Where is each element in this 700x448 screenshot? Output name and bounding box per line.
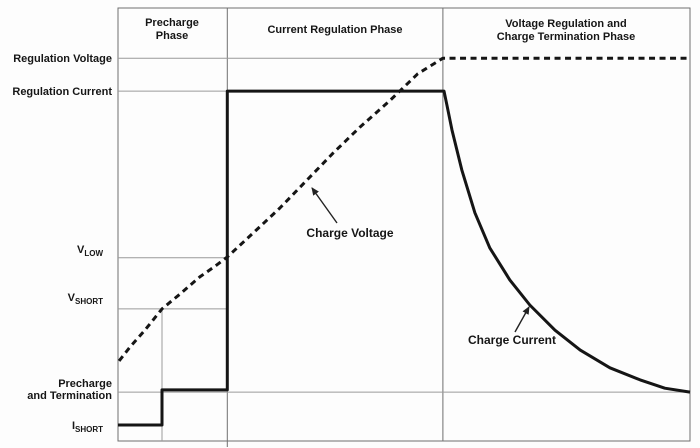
charge-voltage-curve bbox=[117, 56, 690, 362]
v-low-label-sub: LOW bbox=[84, 249, 103, 258]
charge-current-annotation: Charge Current bbox=[468, 333, 556, 347]
v-short-label: VSHORT bbox=[68, 292, 103, 306]
charge-voltage-annotation-arrow bbox=[311, 187, 338, 224]
current-regulation-phase-header: Current Regulation Phase bbox=[267, 24, 402, 36]
precharge-phase-header-line1: Precharge bbox=[145, 17, 199, 29]
v-short-label-sub: SHORT bbox=[75, 297, 103, 306]
v-low-label-base: V bbox=[77, 244, 85, 256]
charge-voltage-annotation: Charge Voltage bbox=[306, 226, 393, 240]
plot-frame bbox=[117, 7, 691, 442]
i-short-label: ISHORT bbox=[72, 420, 103, 434]
charge-current-curve bbox=[118, 89, 691, 427]
regulation-current-label: Regulation Current bbox=[12, 86, 112, 98]
v-short-label-base: V bbox=[68, 292, 76, 304]
i-short-label-sub: SHORT bbox=[75, 425, 103, 434]
charge-current-annotation-arrow bbox=[514, 306, 530, 333]
chart-curves bbox=[117, 56, 691, 427]
precharge-phase-header-line2: Phase bbox=[156, 30, 188, 42]
precharge-termination-label-line1: Precharge bbox=[58, 378, 112, 390]
v-low-label: VLOW bbox=[77, 244, 103, 258]
regulation-voltage-label: Regulation Voltage bbox=[13, 53, 112, 65]
voltage-regulation-phase-header-line2: Charge Termination Phase bbox=[497, 31, 636, 43]
i-short-label-base: I bbox=[72, 420, 75, 432]
chart-grid bbox=[117, 7, 691, 447]
precharge-termination-label-line2: and Termination bbox=[27, 390, 112, 402]
voltage-regulation-phase-header-line1: Voltage Regulation and bbox=[505, 18, 626, 30]
